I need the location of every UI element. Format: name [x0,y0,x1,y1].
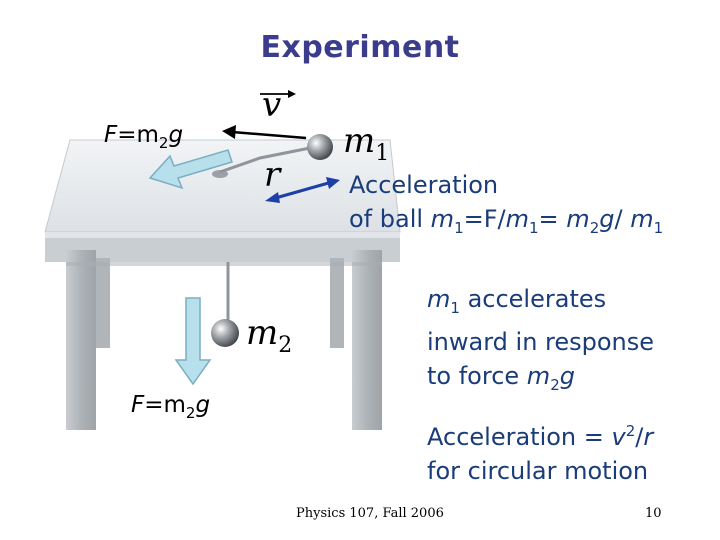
acceleration-ball-text: Acceleration of ball m1=F/m1= m2g/ m1 [349,168,663,245]
force-label-bottom: F=m2g [131,392,211,422]
ball-m2 [211,319,239,347]
radius-label: r [264,155,281,195]
table-leg-back-right [330,258,344,348]
footer-course: Physics 107, Fall 2006 [296,506,444,521]
mass1-label: m1 [343,121,390,166]
slide-title: Experiment [260,30,460,65]
velocity-arrow [231,130,307,140]
acceleration-line2: of ball m1=F/m1= m2g/ m1 [349,205,664,237]
force-arrow-top [148,149,233,190]
force-label-top: F=m2g [104,122,184,152]
radius-arrow [271,180,333,201]
table-leg-front-right [352,250,382,430]
table-leg-front-left [66,250,96,430]
m1-accelerates-text: m1 accelerates inward in response to for… [427,285,655,394]
mass2-label: m2 [246,313,293,358]
page-number: 10 [645,506,662,521]
ball-m1 [307,134,333,160]
velocity-label: v [262,85,282,125]
acceleration-line1: Acceleration [349,171,499,199]
force-arrow-bottom [174,297,212,386]
table-leg-back-left [96,258,110,348]
circular-motion-text: Acceleration = v2/r for circular motion [427,422,654,485]
string-top [219,144,321,174]
table-apron [45,232,400,262]
